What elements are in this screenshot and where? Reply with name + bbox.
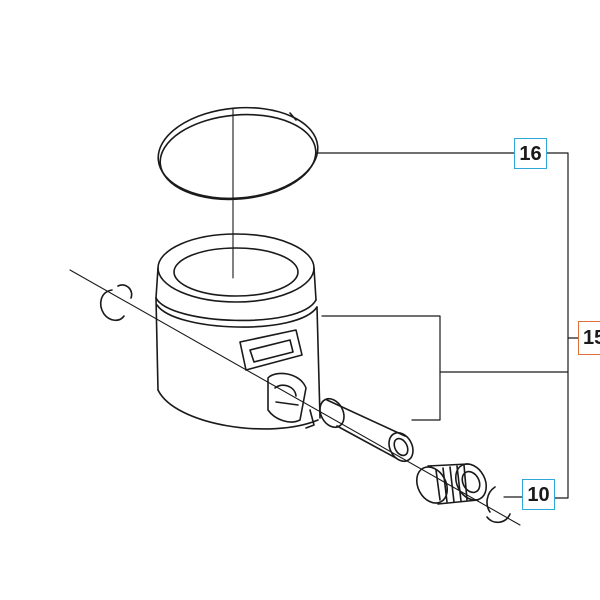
callout-assembly[interactable]: 15 (578, 321, 600, 355)
needle-bearing[interactable] (411, 459, 493, 509)
left-circlip[interactable] (99, 284, 133, 322)
piston-ring[interactable] (154, 101, 321, 205)
callout-bearing[interactable]: 10 (522, 479, 555, 510)
piston[interactable] (155, 233, 321, 430)
piston-pin[interactable] (315, 395, 418, 466)
callout-ring[interactable]: 16 (514, 138, 547, 169)
right-circlip[interactable] (486, 486, 511, 524)
callout-leader-lines (317, 152, 579, 499)
